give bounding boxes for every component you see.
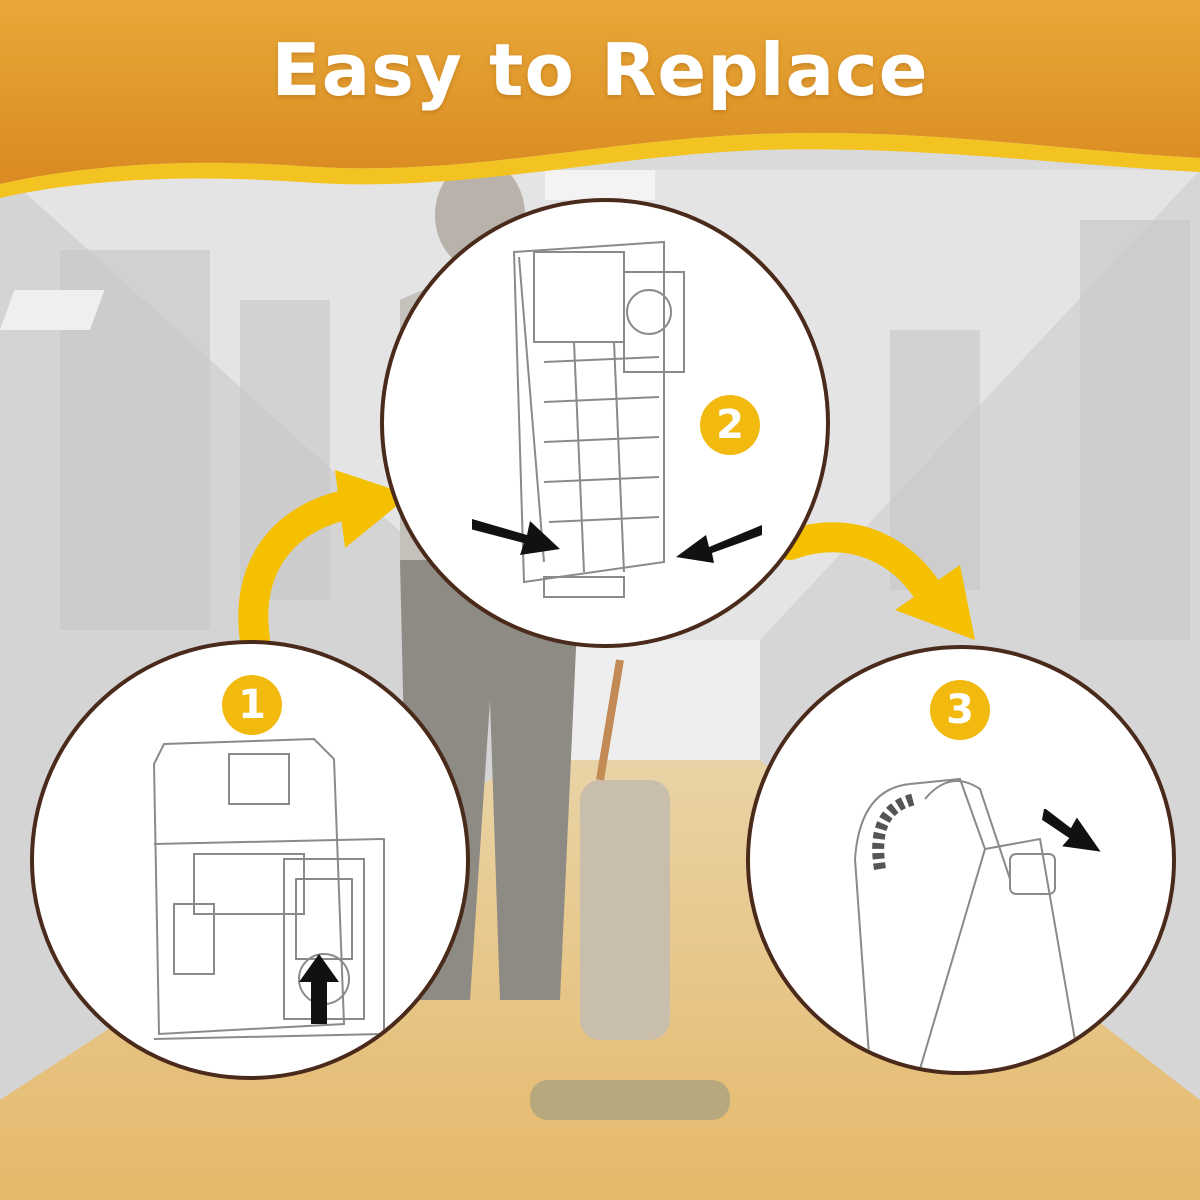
step-2-badge: 2 — [700, 395, 760, 455]
flow-arrow-1-to-2-icon — [238, 470, 410, 655]
page-title: Easy to Replace — [271, 28, 929, 112]
arrow-left-icon — [676, 525, 762, 563]
flow-arrow-2-to-3-icon — [775, 522, 975, 640]
arrow-up-icon — [299, 954, 339, 1024]
step-3-badge: 3 — [930, 680, 990, 740]
bag-housing-icon — [512, 240, 685, 598]
step-1-badge: 1 — [222, 675, 282, 735]
arrow-diagonal-icon — [1041, 809, 1101, 852]
step-2-illustration — [380, 198, 830, 648]
arrow-right-icon — [472, 519, 560, 555]
vacuum-hose-icon — [854, 777, 1081, 1070]
